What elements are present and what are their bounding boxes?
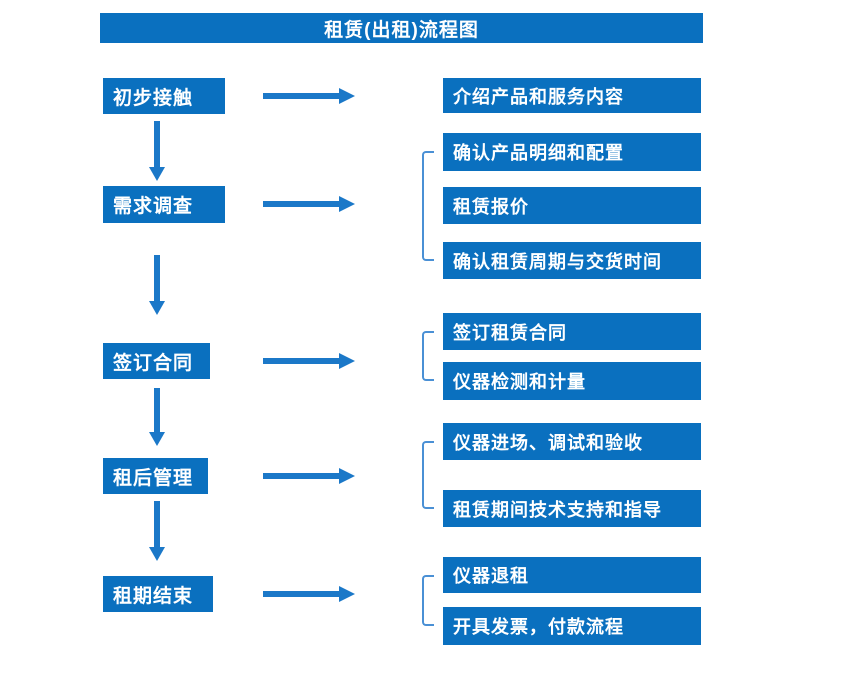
step-box-post-rental-management: 租后管理 [103,458,208,494]
down-arrow-head [149,301,165,315]
detail-box-instrument-testing: 仪器检测和计量 [443,362,701,400]
right-arrow-shaft [263,473,339,479]
detail-box-rental-quote: 租赁报价 [443,187,701,224]
right-arrow-shaft [263,201,339,207]
flowchart-title: 租赁(出租)流程图 [100,13,703,43]
down-arrow-shaft [154,255,160,301]
down-arrow-shaft [154,501,160,547]
down-arrow-shaft [154,121,160,167]
down-arrow-3 [149,388,165,446]
right-arrow-head [339,196,355,212]
right-arrow-head [339,468,355,484]
right-arrow-shaft [263,591,339,597]
right-arrow-2 [263,196,355,212]
bracket-demand-survey-group [422,151,434,261]
down-arrow-shaft [154,388,160,432]
right-arrow-head [339,88,355,104]
right-arrow-shaft [263,93,339,99]
detail-box-instrument-setup-acceptance: 仪器进场、调试和验收 [443,423,701,460]
detail-box-confirm-rental-period: 确认租赁周期与交货时间 [443,242,701,279]
detail-box-invoice-payment: 开具发票，付款流程 [443,607,701,645]
detail-box-technical-support: 租赁期间技术支持和指导 [443,490,701,527]
down-arrow-1 [149,121,165,181]
right-arrow-shaft [263,358,339,364]
down-arrow-head [149,547,165,561]
step-box-demand-survey: 需求调查 [103,186,225,223]
step-box-contract-signing: 签订合同 [103,343,210,379]
detail-box-sign-rental-contract: 签订租赁合同 [443,313,701,350]
down-arrow-head [149,167,165,181]
right-arrow-head [339,586,355,602]
right-arrow-4 [263,468,355,484]
bracket-post-rental-group [422,441,434,509]
bracket-contract-signing-group [422,331,434,381]
right-arrow-head [339,353,355,369]
down-arrow-2 [149,255,165,315]
step-box-lease-end: 租期结束 [103,576,213,612]
detail-box-introduce-products: 介绍产品和服务内容 [443,78,701,113]
down-arrow-head [149,432,165,446]
right-arrow-5 [263,586,355,602]
down-arrow-4 [149,501,165,561]
detail-box-confirm-product-details: 确认产品明细和配置 [443,133,701,171]
right-arrow-3 [263,353,355,369]
step-box-initial-contact: 初步接触 [103,78,225,114]
detail-box-instrument-return: 仪器退租 [443,557,701,593]
right-arrow-1 [263,88,355,104]
bracket-lease-end-group [422,575,434,626]
